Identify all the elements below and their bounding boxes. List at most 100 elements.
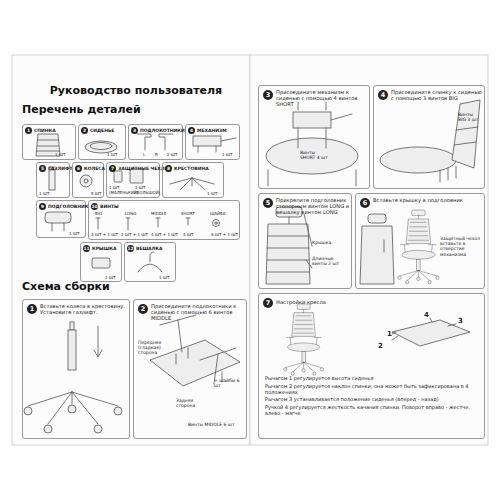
annotation: Передняя (гладкая) сторона bbox=[138, 340, 174, 356]
section-heading: Перечень деталей bbox=[22, 104, 141, 117]
part-count: 1 ШТ bbox=[55, 153, 66, 158]
page-title: Руководство пользователя bbox=[22, 84, 250, 97]
page-sheets-part bbox=[250, 55, 488, 445]
step4-drawing-part bbox=[452, 100, 480, 168]
part-name: ГАЗЛИФТ bbox=[48, 166, 73, 171]
part-count: LONG bbox=[125, 212, 136, 217]
step1-drawing-part bbox=[94, 425, 102, 433]
part-count: 1 ШТ bbox=[159, 276, 170, 281]
part-icons-part bbox=[80, 175, 92, 187]
step-number: 4 bbox=[378, 90, 388, 100]
callout-number: 8 bbox=[165, 165, 172, 172]
annotation: Винты SHORT 4 шт bbox=[300, 150, 330, 160]
part-icons-part bbox=[92, 258, 110, 268]
step3-drawing bbox=[266, 102, 358, 186]
part-box: 1СПИНКА 1 ШТ bbox=[22, 124, 76, 160]
step3-drawing-part bbox=[266, 138, 358, 174]
step6-drawing-part bbox=[360, 226, 394, 284]
step2-drawing bbox=[150, 315, 240, 386]
step1-drawing bbox=[24, 322, 122, 433]
callout-number: 9 bbox=[39, 203, 46, 210]
part-count: 4 ШТ bbox=[183, 233, 194, 238]
part-box: 7ЗАЩИТНЫЕ ЧЕХЛЫ1 ШТ (МАЛЕНЬКИЙ)1 ШТ (БОЛ… bbox=[106, 162, 160, 198]
part-count: 4 ШТ + 1 ШТ bbox=[151, 233, 178, 238]
section-heading: Схема сборки bbox=[22, 281, 110, 294]
callout-number: 10 bbox=[91, 203, 98, 210]
part-name: ВИНТЫ bbox=[100, 204, 119, 209]
part-icons-part bbox=[84, 179, 88, 183]
callout-number: 3 bbox=[131, 127, 138, 134]
step-number: 6 bbox=[360, 198, 370, 208]
step5-drawing-part bbox=[289, 217, 290, 224]
part-count: 3 ШТ + 1 ШТ bbox=[91, 233, 118, 238]
step-instruction: Вставьте крышку в подголовник bbox=[373, 198, 481, 204]
part-name: КРЫШКА bbox=[92, 246, 116, 251]
part-count: 1 ШТ bbox=[207, 192, 218, 197]
annotation: Винты MIDDLE 6 шт bbox=[188, 422, 244, 427]
part-count: 5 ШТ bbox=[91, 192, 102, 197]
step1-drawing-part bbox=[28, 392, 118, 424]
callout-number: 4 bbox=[424, 311, 429, 319]
step-panel: 5Прикрепите подголовник стопорным винтом… bbox=[258, 193, 352, 289]
part-name: КОЛЕСА bbox=[84, 166, 105, 171]
part-box: 9ПОДГОЛОВНИК1 ШТ bbox=[36, 200, 86, 238]
part-count: 1 ШТ bbox=[222, 153, 233, 158]
part-name: ПОДЛОКОТНИКИ bbox=[140, 128, 185, 133]
callout-number: 12 bbox=[127, 245, 134, 252]
part-icons-part bbox=[52, 223, 64, 231]
step6-drawing bbox=[360, 210, 439, 284]
step5-drawing-part bbox=[267, 236, 309, 272]
callout-number: 3 bbox=[458, 317, 463, 325]
page-sheets-part bbox=[12, 55, 250, 445]
step4-drawing-part bbox=[380, 147, 456, 173]
part-count: 1 ШТ bbox=[39, 192, 50, 197]
callout-number: 5 bbox=[39, 165, 46, 172]
step3-drawing-part bbox=[298, 102, 352, 148]
step7-drawing bbox=[284, 304, 470, 375]
annotation: Длинные винты 2 шт bbox=[312, 256, 346, 266]
part-icons-part bbox=[170, 178, 214, 190]
callout-number: 6 bbox=[75, 165, 82, 172]
step-number: 3 bbox=[263, 90, 273, 100]
step1-drawing-part bbox=[44, 425, 52, 433]
step-number: 1 bbox=[27, 304, 37, 314]
part-box: 12ВЕШАЛКА1 ШТ bbox=[124, 242, 176, 282]
annotation: Задняя сторона bbox=[176, 398, 212, 408]
step6-drawing-part bbox=[368, 214, 386, 223]
part-icons-part bbox=[130, 169, 143, 183]
callout-number: 7 bbox=[109, 165, 116, 172]
step-panel: 2Присоедините подлокотники к сиденью с п… bbox=[133, 299, 247, 439]
settings-list: Рычагом 1 регулируется высота сиденьяРыч… bbox=[265, 376, 480, 417]
step-instruction: Вставьте колеса в крестовину. Установите… bbox=[40, 304, 128, 316]
step-instruction: Присоедините подлокотники к сиденью с по… bbox=[151, 304, 245, 322]
annotation: Винты BIG 3 шт bbox=[458, 112, 482, 122]
setting-description: Рычагом 2 регулируется наклон спинки, он… bbox=[265, 384, 480, 396]
callout-number: 4 bbox=[188, 127, 195, 134]
part-count: SHORT bbox=[181, 212, 195, 217]
part-icons-part bbox=[90, 143, 112, 150]
callout-number: 1 bbox=[25, 127, 32, 134]
step5-drawing-part bbox=[266, 224, 310, 284]
part-count: 1 ШТ (БОЛЬШОЙ) bbox=[135, 186, 159, 195]
callout-number: 1 bbox=[387, 330, 392, 338]
step1-drawing-part bbox=[114, 407, 122, 415]
step-number: 7 bbox=[263, 298, 273, 308]
part-count: 1 ШТ bbox=[107, 153, 118, 158]
part-count: L bbox=[143, 153, 145, 158]
step-number: 5 bbox=[263, 198, 273, 208]
step2-drawing-part bbox=[160, 315, 236, 384]
part-box: 11КРЫШКА1 ШТ bbox=[80, 242, 122, 282]
part-count: ШАЙБА bbox=[210, 212, 226, 217]
part-name: СПИНКА bbox=[34, 128, 56, 133]
step-instruction: Настройки кресла bbox=[276, 300, 426, 306]
part-icons-part bbox=[137, 134, 173, 150]
part-count: BIG bbox=[95, 212, 102, 217]
callout-number: 2 bbox=[81, 127, 88, 134]
part-box: 8КРЕСТОВИНА1 ШТ bbox=[162, 162, 224, 198]
annotation: Защитный чехол вставьте в отверстие меха… bbox=[440, 236, 482, 257]
setting-description: Ручкой 4 регулируется жесткость качания … bbox=[265, 405, 480, 417]
step5-drawing-part bbox=[304, 214, 312, 268]
step-panel: 4Присоедините спинку к сиденью с помощью… bbox=[373, 85, 485, 189]
